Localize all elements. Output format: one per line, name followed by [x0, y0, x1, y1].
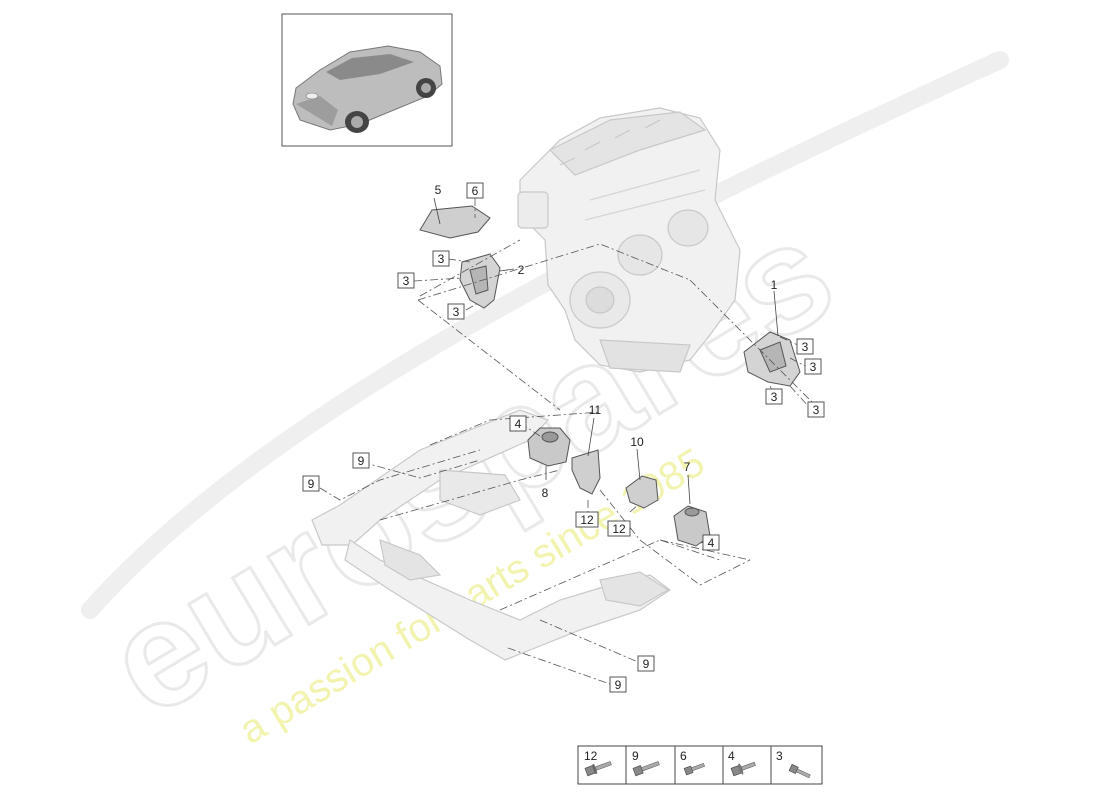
callout-3-label: 3: [813, 403, 820, 417]
callout-12-box[interactable]: 12: [575, 511, 599, 528]
subframe-illustration: [311, 409, 672, 661]
callout-8[interactable]: 8: [542, 486, 549, 500]
callout-3-label: 3: [810, 360, 817, 374]
callout-3-label: 3: [453, 305, 460, 319]
callout-4-box[interactable]: 4: [702, 534, 720, 551]
callout-9-box[interactable]: 9: [302, 475, 320, 492]
bolt-icon: [632, 761, 660, 777]
heat-shield-5[interactable]: [419, 205, 491, 239]
legend-cell-9[interactable]: 9: [632, 749, 660, 777]
callout-3-box[interactable]: 3: [397, 272, 415, 289]
legend-cell-3[interactable]: 3: [776, 749, 811, 780]
callout-4-label: 4: [708, 536, 715, 550]
callout-6-label: 6: [472, 184, 479, 198]
leader-lines: [433, 197, 779, 505]
callout-3-box[interactable]: 3: [432, 250, 450, 267]
callout-6-box[interactable]: 6: [466, 182, 484, 199]
callout-9-label: 9: [615, 678, 622, 692]
legend-number: 6: [680, 749, 687, 763]
legend-cell-6[interactable]: 6: [680, 749, 705, 776]
callout-9-box[interactable]: 9: [352, 452, 370, 469]
callout-9-label: 9: [308, 477, 315, 491]
callout-9-box[interactable]: 9: [637, 655, 655, 672]
heat-shield-11[interactable]: [571, 449, 601, 495]
callout-3-box[interactable]: 3: [796, 338, 814, 355]
callout-5[interactable]: 5: [435, 183, 442, 197]
callout-10[interactable]: 10: [630, 435, 644, 449]
callout-7[interactable]: 7: [684, 460, 691, 474]
callout-3-label: 3: [403, 274, 410, 288]
legend-number: 12: [584, 749, 598, 763]
callout-9-box[interactable]: 9: [609, 676, 627, 693]
transmission-mount-7[interactable]: [673, 505, 711, 547]
callout-12-box[interactable]: 12: [607, 520, 631, 537]
callout-12-label: 12: [580, 513, 594, 527]
legend-number: 3: [776, 749, 783, 763]
callout-4-box[interactable]: 4: [509, 415, 527, 432]
callout-3-label: 3: [438, 252, 445, 266]
callout-3-label: 3: [802, 340, 809, 354]
legend-number: 4: [728, 749, 735, 763]
bolt-flange-icon: [584, 761, 612, 777]
callout-1[interactable]: 1: [771, 278, 778, 292]
callout-11[interactable]: 11: [589, 403, 602, 417]
engine-illustration: [517, 107, 741, 373]
bolt-angled-icon: [788, 763, 811, 779]
callout-4-label: 4: [515, 417, 522, 431]
callout-12-label: 12: [612, 522, 626, 536]
vehicle-thumbnail: [281, 13, 453, 147]
bolt-short-icon: [683, 763, 705, 776]
callout-3-box[interactable]: 3: [807, 401, 825, 418]
callout-3-box[interactable]: 3: [765, 388, 783, 405]
bolt-washer-icon: [730, 761, 756, 777]
heat-shield-10[interactable]: [625, 475, 659, 509]
callout-9-label: 9: [643, 657, 650, 671]
engine-mount-bracket-1[interactable]: [743, 331, 801, 387]
callout-9-label: 9: [358, 454, 365, 468]
car-icon: [292, 45, 443, 133]
legend-cell-4[interactable]: 4: [728, 749, 757, 778]
callout-2[interactable]: 2: [518, 263, 525, 277]
legend-number: 9: [632, 749, 639, 763]
legend-cell-12[interactable]: 12: [584, 749, 613, 777]
callout-3-box[interactable]: 3: [447, 303, 465, 320]
engine-mount-8[interactable]: [527, 427, 571, 467]
callout-3-box[interactable]: 3: [804, 358, 822, 375]
callout-3-label: 3: [771, 390, 778, 404]
callouts: 1 2 5 7 8 10 11 3 3 3 3 3 3: [302, 182, 825, 693]
fastener-legend: 12 9 6 4: [577, 745, 823, 785]
